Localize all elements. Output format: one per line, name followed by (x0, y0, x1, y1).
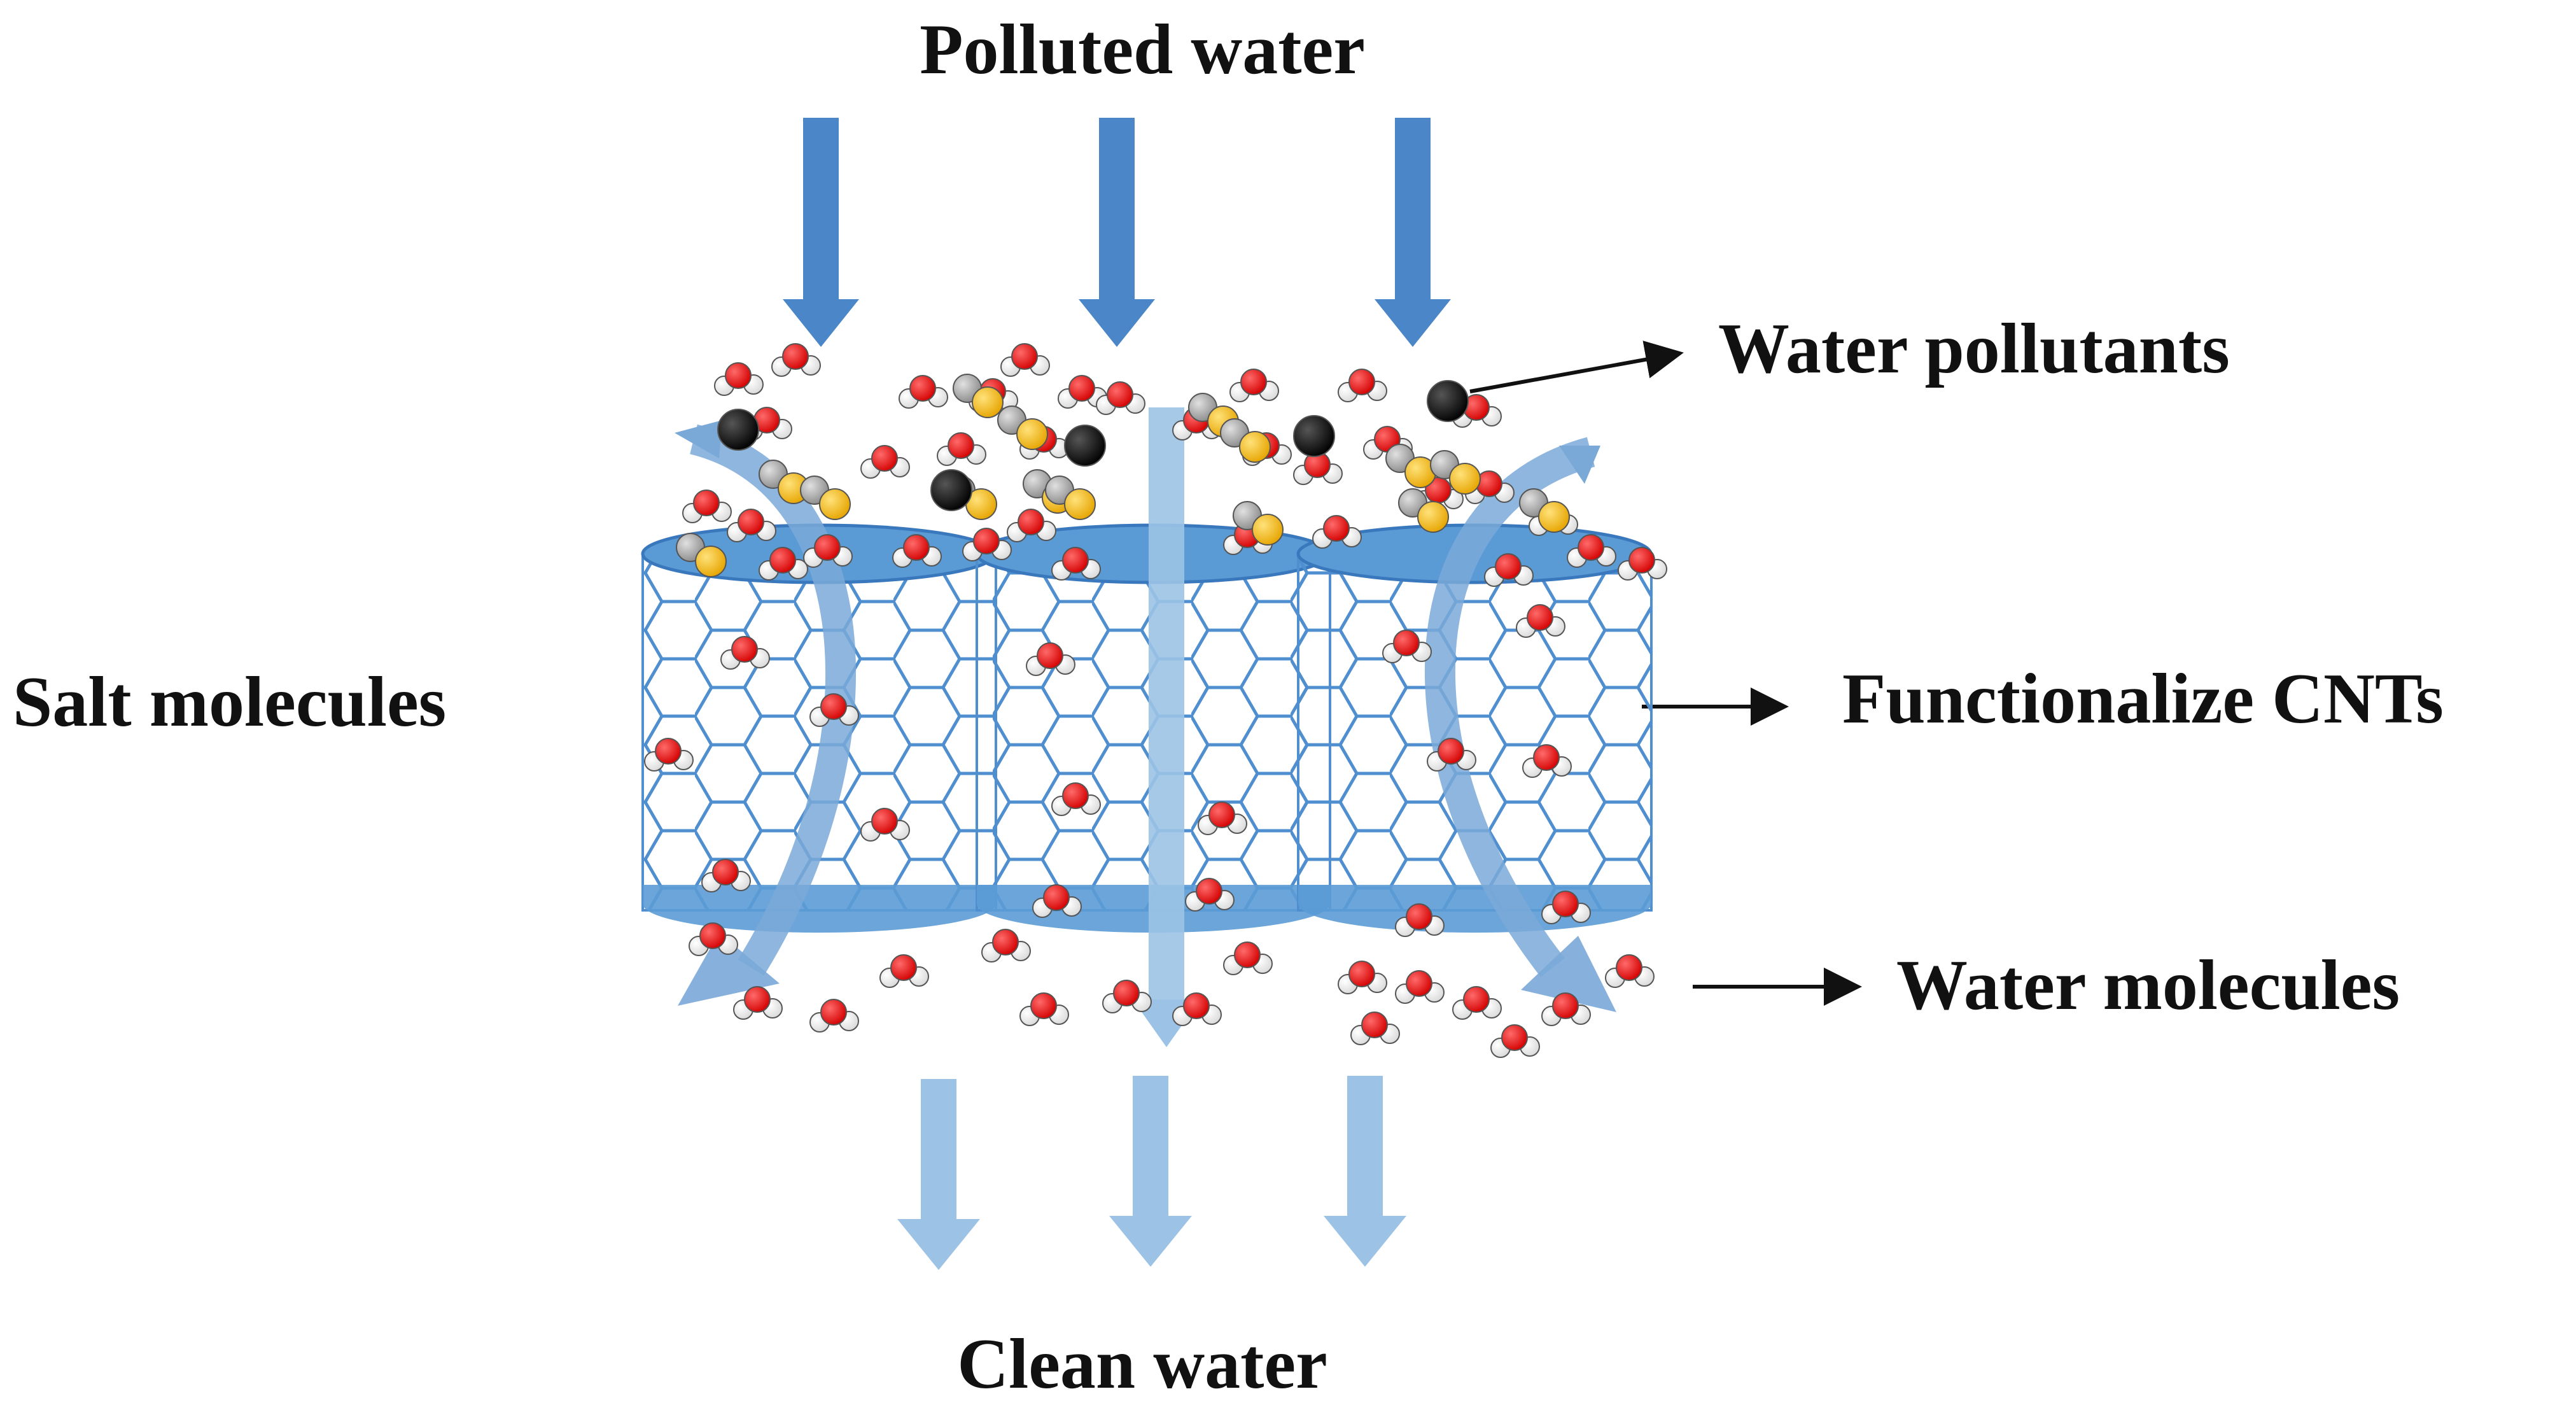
pollutant-particle (1293, 415, 1335, 457)
water-molecule (1541, 992, 1591, 1026)
water-molecule (860, 808, 910, 842)
water-molecule (771, 343, 821, 377)
clean-water-label: Clean water (957, 1325, 1327, 1404)
water-molecule (1395, 903, 1445, 937)
outflow-arrow-left (897, 1079, 980, 1270)
water-molecule (1338, 369, 1387, 402)
water-molecule (714, 362, 764, 396)
water-molecule (1229, 369, 1279, 402)
water-molecule (1605, 954, 1655, 988)
water-molecule (1516, 604, 1565, 638)
water-molecule (1000, 343, 1050, 377)
pollutants-pointer-arrow (1469, 341, 1684, 393)
water-molecule (733, 986, 783, 1020)
salt-molecule (953, 374, 1004, 418)
water-molecule (1102, 980, 1152, 1013)
functionalize-cnts-label: Functionalize CNTs (1842, 659, 2444, 738)
water-molecule (860, 445, 910, 479)
water-molecule (1541, 891, 1591, 924)
water-molecule (1382, 630, 1432, 663)
salt-molecule (759, 460, 809, 504)
water-molecule (1350, 1012, 1400, 1045)
water-molecule (1172, 992, 1222, 1026)
water-molecule (892, 534, 942, 568)
water-molecule (689, 922, 738, 956)
salt-molecules-label: Salt molecules (13, 663, 446, 742)
water-molecule (899, 375, 948, 409)
water-molecule (803, 534, 853, 568)
salt-rejection-arrow-right (1424, 437, 1616, 1012)
water-molecule (1484, 553, 1534, 587)
water-molecule (981, 929, 1031, 962)
outflow-arrow-right (1324, 1076, 1406, 1267)
water-molecules-label: Water molecules (1896, 946, 2400, 1025)
pollutant-particle (1064, 425, 1106, 467)
water-molecule (1198, 801, 1247, 835)
molecules-layer (644, 343, 1667, 1058)
inflow-arrow-middle (1079, 118, 1155, 347)
salt-molecule (800, 476, 851, 520)
water-molecule (1007, 509, 1056, 542)
salt-molecule (1220, 418, 1271, 463)
water-molecule (727, 509, 776, 542)
water-molecule (1452, 986, 1502, 1020)
salt-molecule (1045, 476, 1096, 520)
pollutant-particle (1427, 380, 1469, 422)
salt-molecule (1430, 450, 1481, 495)
outflow-arrows (897, 1076, 1406, 1270)
water-molecule (1185, 878, 1235, 912)
water-molecule (809, 693, 859, 727)
water-molecule (1032, 884, 1082, 918)
water-molecule (1618, 547, 1667, 581)
pollutant-particle (930, 469, 972, 511)
water-molecule (682, 490, 732, 523)
water-molecule (879, 954, 929, 988)
inflow-arrow-right (1375, 118, 1451, 347)
salt-molecule (1398, 488, 1449, 533)
water-molecule (1051, 547, 1101, 581)
water-molecule (1490, 1024, 1540, 1058)
water-molecule (1567, 534, 1616, 568)
salt-molecule (1519, 488, 1570, 533)
water-molecule (1312, 515, 1362, 549)
salt-molecule (676, 533, 727, 577)
salt-molecule (997, 405, 1048, 450)
water-molecule (809, 999, 859, 1033)
pollutant-particle (717, 409, 759, 451)
water-molecule (1051, 782, 1101, 816)
water-molecule (1395, 970, 1445, 1004)
salt-molecule (1233, 501, 1284, 546)
water-molecule (937, 432, 986, 466)
water-molecule (1522, 744, 1572, 778)
water-molecule (1427, 738, 1476, 772)
water-molecule (759, 547, 808, 581)
inflow-arrow-left (783, 118, 859, 347)
water-molecule (962, 528, 1012, 561)
water-molecule (720, 636, 770, 670)
polluted-water-label: Polluted water (920, 10, 1365, 89)
salt-molecule (1385, 444, 1436, 488)
outflow-arrow-middle (1109, 1076, 1192, 1267)
water-molecule (701, 859, 751, 892)
inflow-arrows (783, 118, 1451, 347)
water-pollutants-label: Water pollutants (1718, 309, 2230, 388)
water-molecule (644, 738, 694, 772)
water-molecule (1223, 941, 1273, 975)
water-molecule (1096, 381, 1145, 415)
water-molecule (1338, 961, 1387, 994)
water-molecule (1293, 451, 1343, 485)
water-molecule (1026, 642, 1075, 676)
water-molecule (1019, 992, 1069, 1026)
